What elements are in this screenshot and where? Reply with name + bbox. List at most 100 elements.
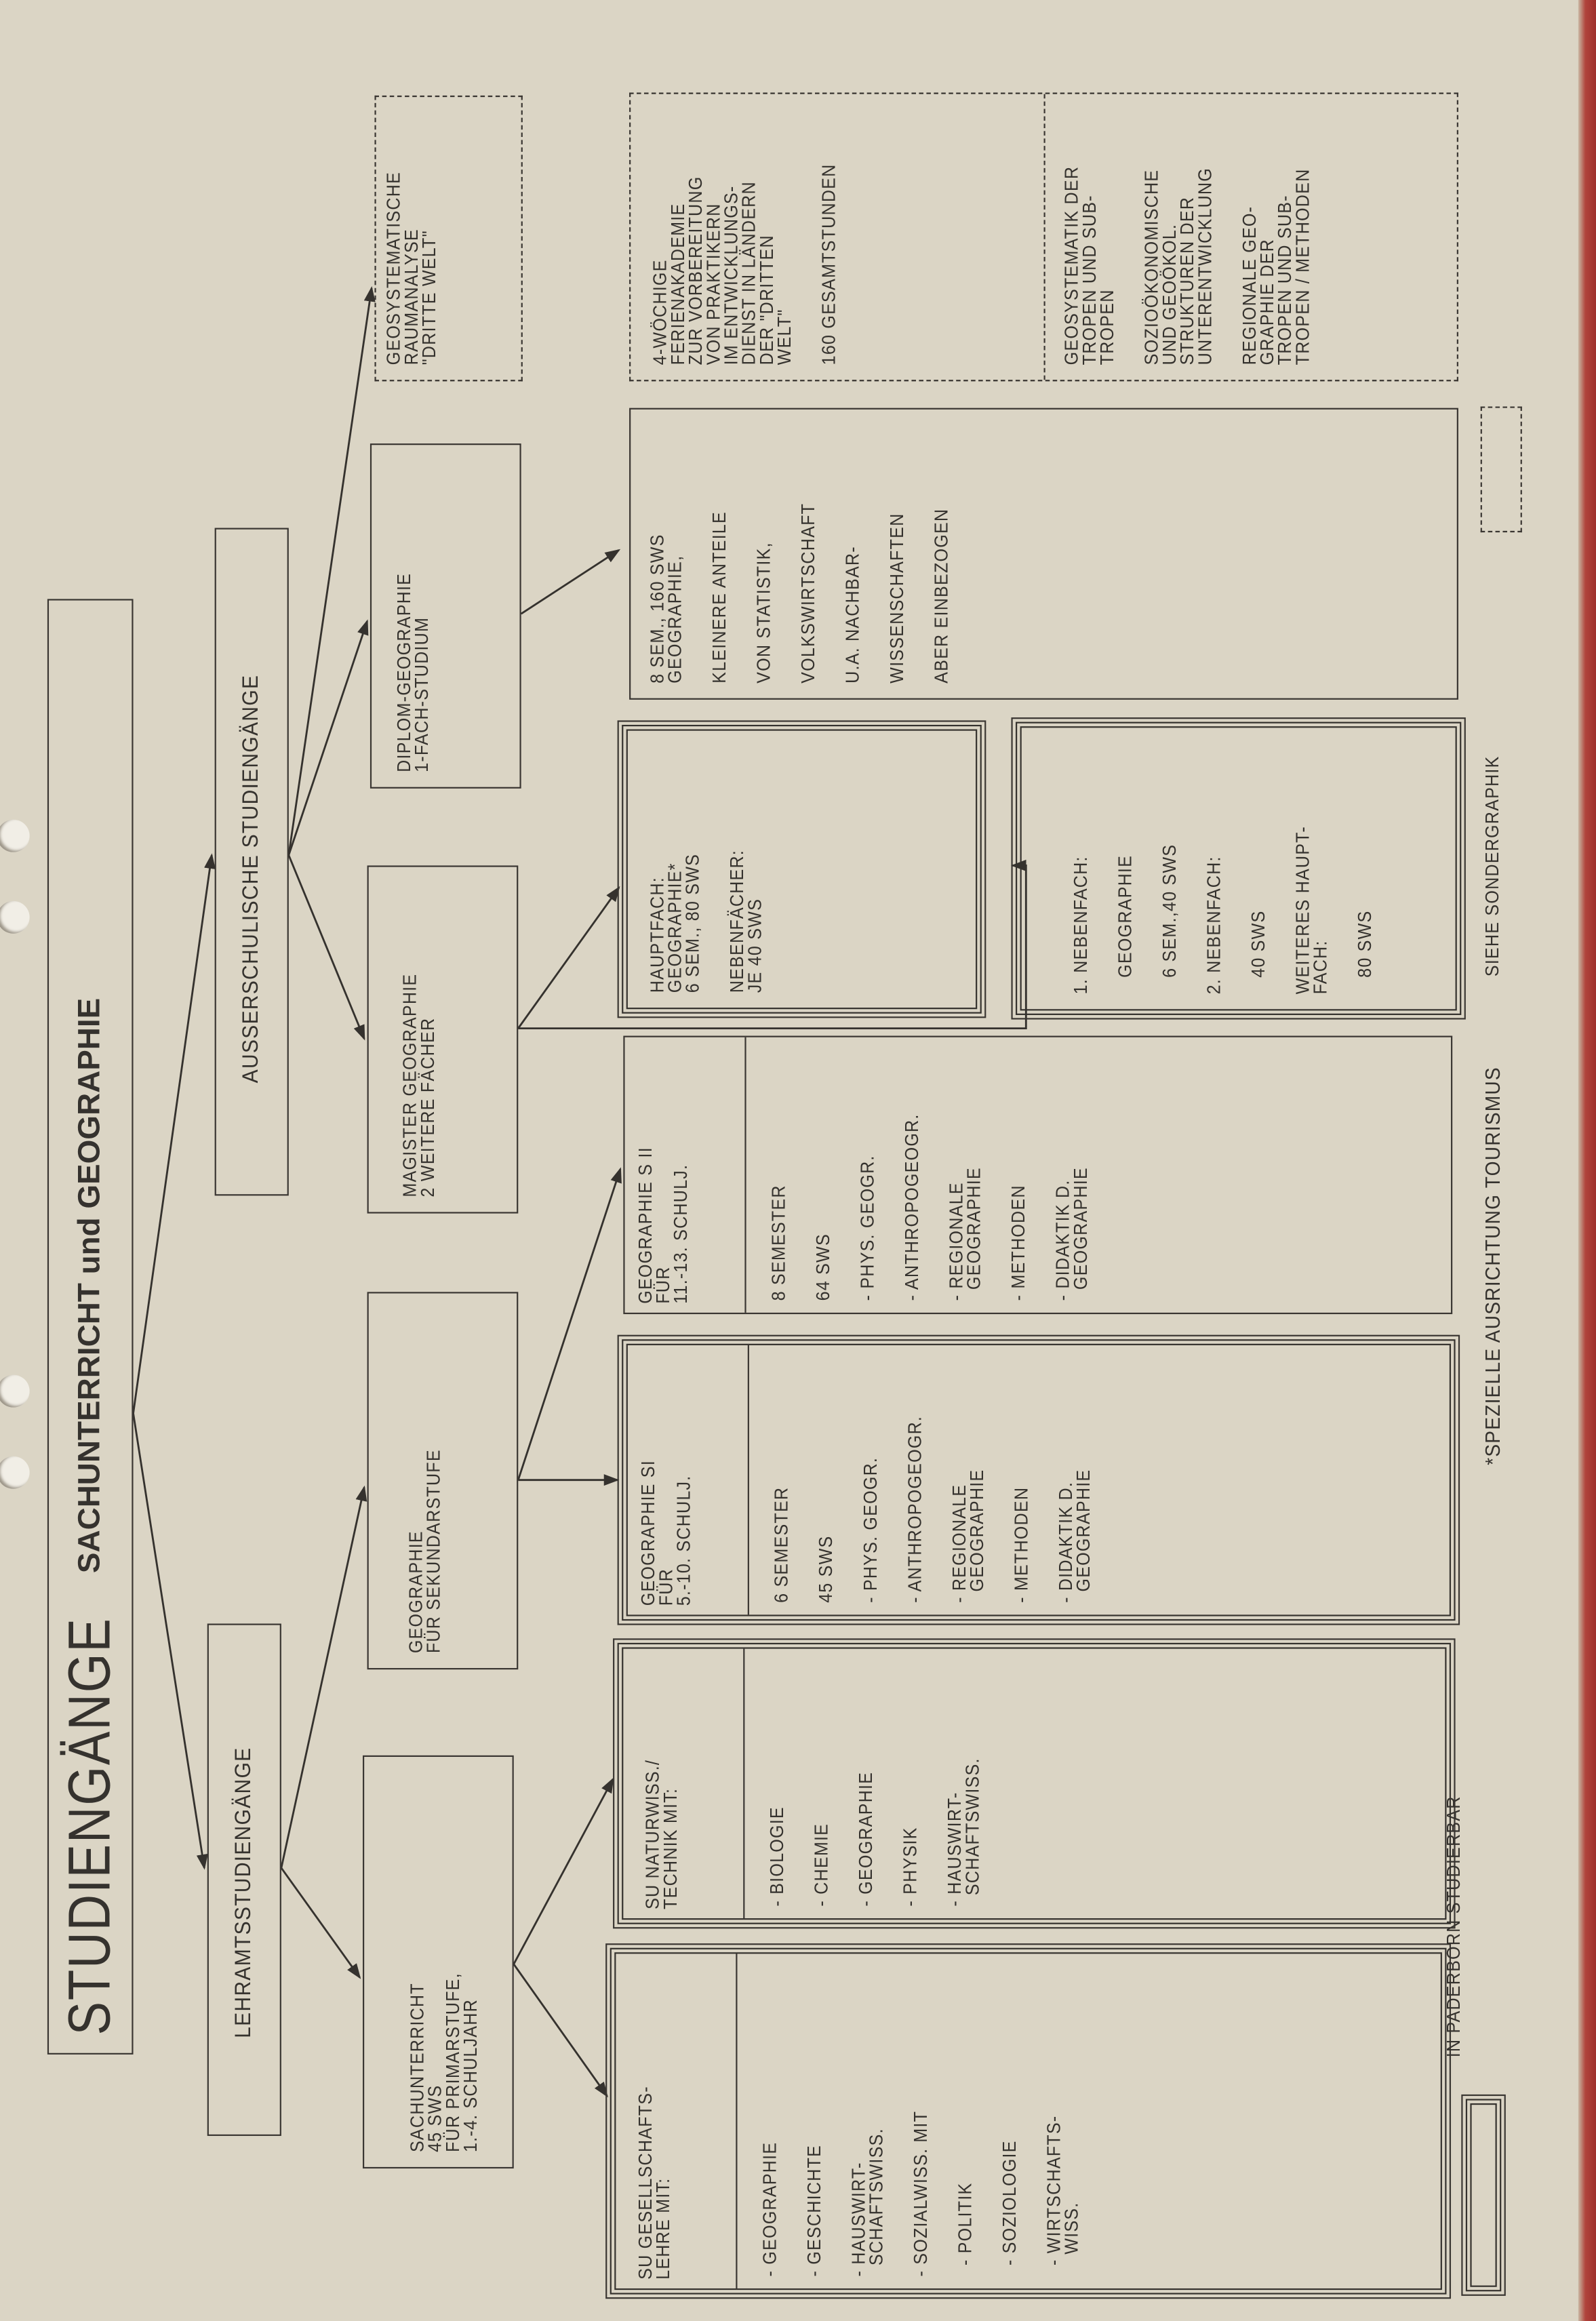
text-line: - SOZIALWISS. MIT: [910, 2110, 932, 2277]
page-subtitle: SACHUNTERRICHT und GEOGRAPHIE: [73, 997, 107, 1574]
arrow: [518, 859, 1027, 1030]
text-line: 2. NEBENFACH:: [1203, 856, 1224, 995]
list-item: 1. NEBENFACH:: [1070, 742, 1092, 995]
list-item: - METHODEN: [1011, 1357, 1033, 1603]
text-line: 4-WÖCHIGE: [650, 259, 671, 365]
text-line: 6 SEM.,40 SWS: [1159, 844, 1180, 995]
text-line: - WIRTSCHAFTS-: [1043, 2115, 1065, 2277]
arrow: [513, 1777, 614, 1965]
text-line: - PHYS. GEOGR.: [857, 1155, 878, 1301]
legend-dashed-box: [1480, 406, 1522, 533]
list-item: - PHYSIK: [900, 1661, 921, 1907]
text-line: "DRITTE WELT": [418, 230, 440, 365]
text-line: 8 SEMESTER: [768, 1185, 789, 1301]
list-item: - REGIONALE GEOGRAPHIE: [946, 1049, 984, 1301]
list-item: - SOZIOLOGIE: [999, 1966, 1020, 2277]
text-line: SOZIOÖKONOMISCHE: [1141, 169, 1163, 365]
text-line: HAUPTFACH:: [647, 877, 668, 993]
text-line: - HAUSWIRT-: [848, 2162, 869, 2277]
list-item: - HAUSWIRT- SCHAFTSWISS.: [848, 1966, 887, 2277]
list-item: 6 SEM.,40 SWS: [1159, 742, 1180, 995]
text-line: - ANTHROPOGEOGR.: [904, 1415, 925, 1603]
title-box: STUDIENGÄNGE SACHUNTERRICHT und GEOGRAPH…: [47, 599, 134, 2055]
text-line: ABER EINBEZOGEN: [931, 508, 953, 683]
arrow: [287, 285, 376, 856]
list-item: WISSENSCHAFTEN: [887, 424, 908, 683]
arrow: [513, 1963, 608, 2098]
text-line: ZUR VORBEREITUNG: [685, 176, 706, 365]
text-line: GEOGRAPHIE*: [664, 862, 686, 993]
text-line: 45 SWS: [424, 2084, 446, 2153]
text-line: GEOGRAPHIE: [966, 1469, 988, 1603]
text-line: - GEOGRAPHIE: [856, 1771, 877, 1907]
text-line: 5.-10. SCHULJ.: [673, 1475, 695, 1606]
text-line: STRUKTUREN DER: [1177, 196, 1198, 365]
text-line: WISSENSCHAFTEN: [887, 513, 908, 683]
text-line: NEBENFÄCHER:: [727, 849, 748, 993]
text-line: GEOSYSTEMATIK DER: [1061, 165, 1083, 365]
text-line: SU GESELLSCHAFTS-: [635, 2086, 656, 2280]
text-line: - POLITIK: [955, 2182, 976, 2277]
text-line: DIENST IN LÄNDERN: [738, 181, 760, 365]
text-line: GEOGRAPHIE: [1115, 854, 1136, 995]
list-item: ABER EINBEZOGEN: [931, 424, 953, 683]
text-line: LEHRE MIT:: [653, 2177, 674, 2280]
detail-header: SU GESELLSCHAFTS-LEHRE MIT:: [616, 1953, 738, 2288]
arrow: [132, 1413, 208, 1870]
legend-sondergraphik: SIEHE SONDERGRAPHIK: [1481, 755, 1503, 977]
list-item: HAUPTFACH:GEOGRAPHIE*6 SEM., 80 SWS: [647, 746, 704, 993]
detail-su-natur: SU NATURWISS./TECHNIK MIT: - BIOLOGIE- C…: [604, 1641, 1464, 1926]
text-line: WELT": [774, 309, 795, 365]
text-line: FÜR: [656, 1568, 677, 1606]
list-item: - HAUSWIRT- SCHAFTSWISS.: [944, 1661, 983, 1906]
text-line: TROPEN UND SUB-: [1079, 195, 1100, 365]
list-item: - ANTHROPOGEOGR.: [904, 1357, 925, 1603]
text-line: - PHYSIK: [900, 1827, 921, 1907]
arrow: [287, 619, 369, 856]
text-line: FÜR SEKUNDARSTUFE: [423, 1449, 445, 1654]
category-ausserschulisch: AUSSERSCHULISCHE STUDIENGÄNGE: [214, 528, 289, 1196]
text-line: GEOGRAPHIE: [405, 1530, 426, 1654]
text-line: IM ENTWICKLUNGS-: [721, 185, 742, 365]
list-item: NEBENFÄCHER:JE 40 SWS: [727, 746, 765, 993]
text-line: - SOZIOLOGIE: [999, 2140, 1020, 2277]
list-item: KLEINERE ANTEILE: [709, 424, 730, 683]
list-item: 8 SEMESTER: [768, 1049, 789, 1301]
text-line: - METHODEN: [1011, 1486, 1033, 1603]
list-item: VOLKSWIRTSCHAFT: [798, 424, 819, 683]
list-item: - GEOGRAPHIE: [759, 1966, 780, 2277]
list-item: - POLITIK: [955, 1966, 976, 2277]
list-item: - WIRTSCHAFTS- WISS.: [1043, 1966, 1083, 2277]
text-line: 1.-4. SCHULJAHR: [460, 1999, 481, 2153]
text-line: - DIDAKTIK D.: [1055, 1481, 1077, 1603]
text-line: TECHNIK MIT:: [660, 1787, 681, 1909]
list-item: - DIDAKTIK D. GEOGRAPHIE: [1052, 1049, 1092, 1301]
text-line: - DIDAKTIK D.: [1052, 1179, 1074, 1301]
text-line: 6 SEM., 80 SWS: [682, 853, 704, 993]
list-item: 64 SWS: [813, 1049, 834, 1301]
text-line: 80 SWS: [1355, 910, 1376, 995]
text-line: SCHAFTSWISS.: [866, 2128, 887, 2277]
category-label: AUSSERSCHULISCHE STUDIENGÄNGE: [238, 675, 264, 1084]
list-item: - PHYS. GEOGR.: [857, 1049, 878, 1301]
text-line: RAUMANALYSE: [401, 229, 422, 365]
text-line: 1. NEBENFACH:: [1070, 856, 1092, 995]
text-line: SACHUNTERRICHT: [407, 1983, 428, 2153]
text-line: 8 SEM., 160 SWS: [647, 534, 668, 683]
arrow: [517, 1167, 622, 1481]
text-line: DER "DRITTEN: [756, 235, 778, 365]
